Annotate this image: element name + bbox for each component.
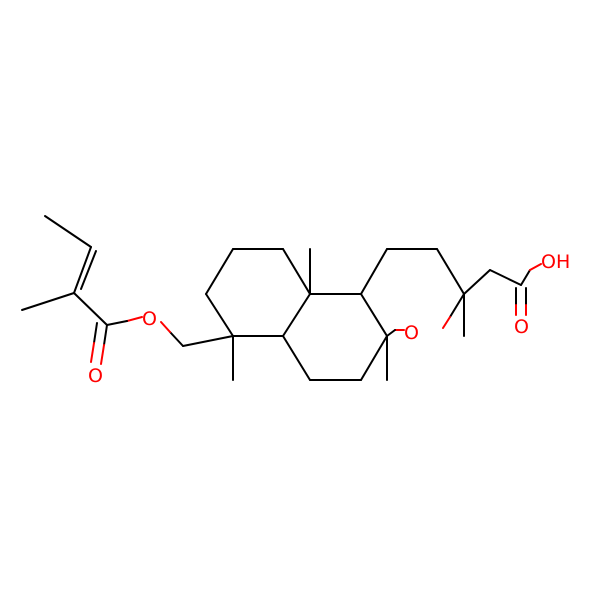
bond — [360, 335, 388, 381]
ether-oxygen-label: O — [404, 322, 419, 344]
bond — [463, 269, 491, 295]
bond — [489, 269, 522, 286]
bond — [282, 335, 311, 381]
bond — [282, 248, 311, 295]
bond — [90, 342, 95, 363]
bond — [21, 292, 75, 311]
acid-carbonyl-oxygen-label: O — [514, 316, 529, 338]
bond — [106, 320, 128, 326]
ester-oxygen-label: O — [142, 308, 157, 330]
bond — [169, 331, 184, 347]
bond — [520, 269, 531, 286]
bond — [100, 344, 105, 365]
bond — [436, 248, 465, 295]
bond — [360, 293, 388, 337]
bond — [73, 246, 92, 294]
bond — [44, 215, 92, 248]
bond — [73, 292, 108, 326]
bond — [80, 250, 97, 290]
bond — [442, 316, 451, 329]
bond — [205, 248, 234, 295]
bond — [182, 335, 234, 347]
bond — [93, 322, 98, 344]
bond — [103, 324, 108, 346]
carbonyl-oxygen-label: O — [88, 365, 103, 387]
bond — [386, 329, 396, 337]
bond — [282, 293, 311, 337]
hydroxyl-label: OH — [541, 251, 570, 273]
bond — [205, 293, 234, 337]
bond — [126, 316, 143, 322]
bond — [160, 321, 171, 333]
bond — [360, 248, 388, 295]
bond — [529, 263, 542, 271]
bond — [449, 293, 465, 318]
